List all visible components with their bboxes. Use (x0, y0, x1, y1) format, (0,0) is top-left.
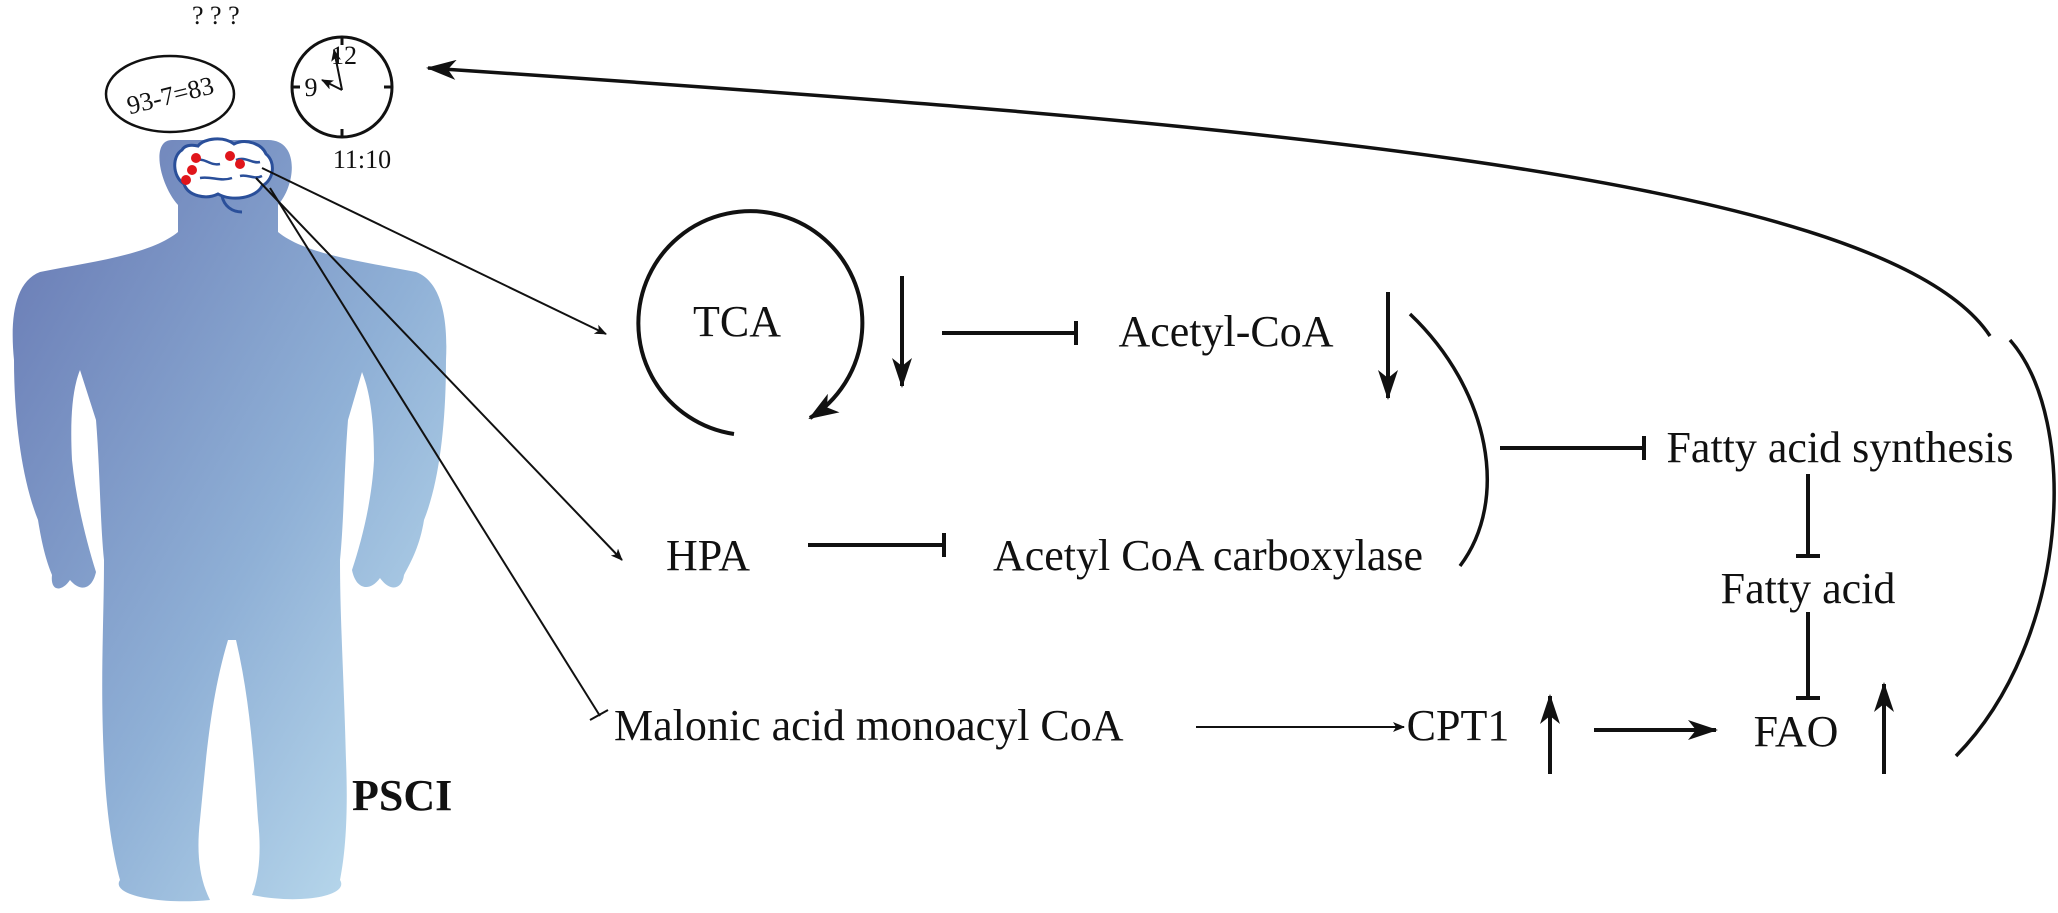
node-fatty-acid-synthesis: Fatty acid synthesis (1666, 423, 2013, 472)
node-acetyl-coa-carboxylase: Acetyl CoA carboxylase (993, 531, 1423, 580)
cognitive-annotations: ? ? ? 93-7=83 12 9 11:10 (104, 1, 394, 174)
arrow-brain-to-hpa (255, 177, 623, 561)
feedback-arrow-to-cognition (426, 59, 1992, 337)
brain-icon (173, 137, 274, 214)
calculation-bubble (104, 54, 236, 134)
brain-lesion-mark (191, 153, 201, 163)
node-cpt1: CPT1 (1407, 701, 1510, 750)
brain-lesion-mark (181, 175, 191, 185)
clock-minute-hand (331, 49, 343, 91)
calculation-text: 93-7=83 (124, 71, 217, 121)
body-silhouette (12, 140, 447, 902)
node-malonic: Malonic acid monoacyl CoA (614, 701, 1124, 750)
feedback-curve-lower (1954, 338, 2056, 758)
brain-lesion-mark (187, 165, 197, 175)
brain-lesion-mark (225, 151, 235, 161)
tca-cycle-arrow (636, 209, 865, 436)
node-tca: TCA (693, 297, 781, 346)
clock-numeral-9: 9 (305, 73, 318, 102)
node-hpa: HPA (666, 531, 750, 580)
human-figure: PSCI (12, 137, 452, 902)
combine-bracket (1408, 312, 1489, 568)
inhibit-brain-to-malonic (269, 187, 601, 717)
clock-hour-hand (321, 79, 343, 91)
question-marks: ? ? ? (192, 1, 240, 30)
node-acetyl-coa: Acetyl-CoA (1118, 307, 1333, 356)
inhibit-bar-malonic (589, 709, 609, 721)
brain-lesion-mark (235, 159, 245, 169)
clock-icon: 12 9 (290, 35, 394, 139)
arrow-brain-to-tca (261, 167, 607, 335)
node-fatty-acid: Fatty acid (1721, 564, 1896, 613)
node-fao: FAO (1754, 707, 1839, 756)
subject-label: PSCI (352, 771, 452, 820)
clock-time: 11:10 (333, 145, 391, 174)
